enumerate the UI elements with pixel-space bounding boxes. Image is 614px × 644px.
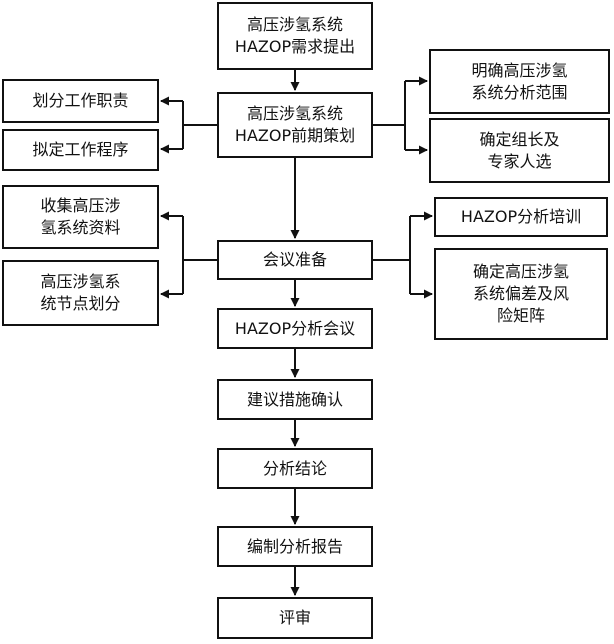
node-procedure: 拟定工作程序 [2,129,159,171]
node-report: 编制分析报告 [217,526,373,567]
node-training: HAZOP分析培训 [434,197,608,237]
node-early-planning: 高压涉氢系统 HAZOP前期策划 [217,92,373,158]
node-review: 评审 [217,597,373,639]
node-conclusion: 分析结论 [217,448,373,489]
node-duty: 划分工作职责 [2,79,159,123]
node-scope: 明确高压涉氢 系统分析范围 [429,49,610,114]
node-analysis-meeting: HAZOP分析会议 [217,308,373,349]
node-collect: 收集高压涉 氢系统资料 [2,185,159,249]
node-demand: 高压涉氢系统 HAZOP需求提出 [217,2,373,70]
node-node-division: 高压涉氢系 统节点划分 [2,260,159,326]
node-meeting-prep: 会议准备 [217,240,373,280]
node-leader: 确定组长及 专家人选 [429,118,610,183]
node-measure-confirmation: 建议措施确认 [217,379,373,420]
node-deviation-matrix: 确定高压涉氢 系统偏差及风 险矩阵 [434,248,608,340]
